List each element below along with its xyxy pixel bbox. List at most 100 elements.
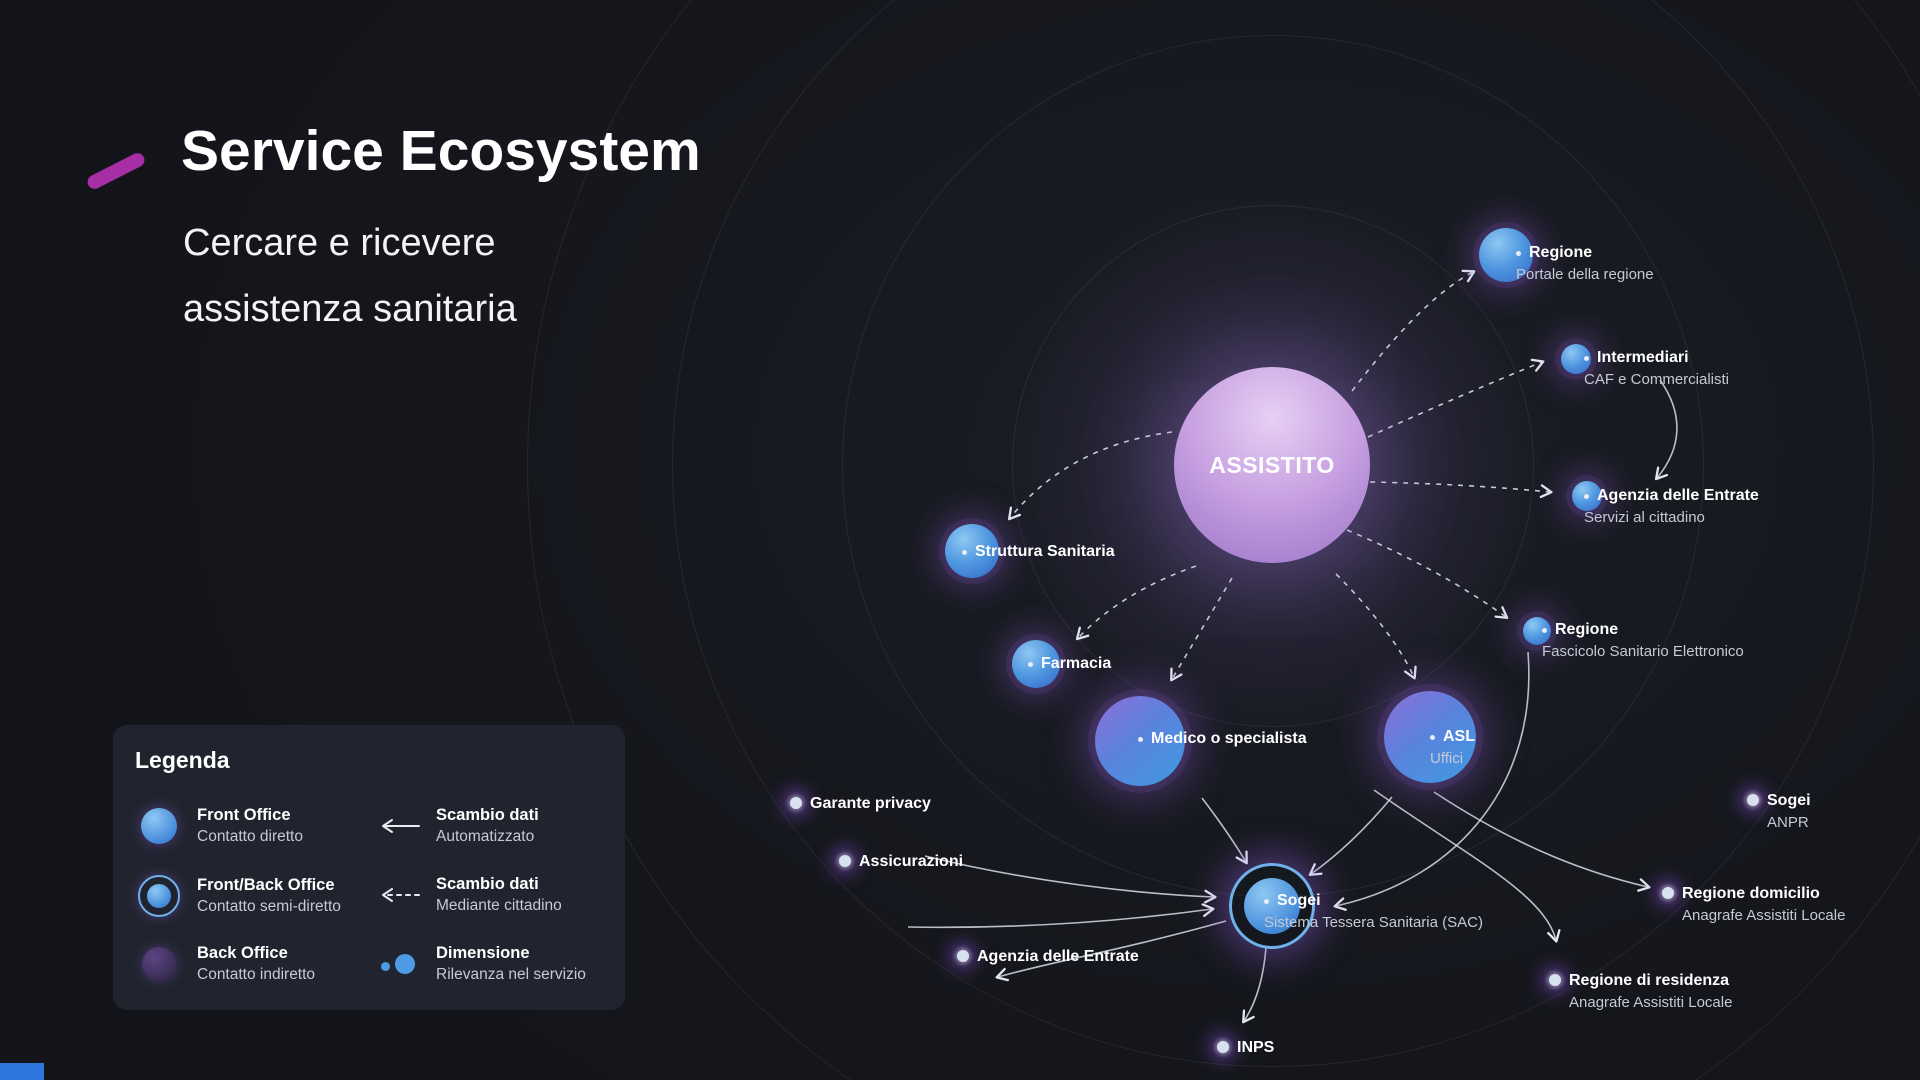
node-title: Intermediari [1597, 349, 1689, 366]
dimension-dots-icon [375, 954, 421, 974]
bullet-icon [1584, 355, 1589, 361]
legend-item-front-office: Front Office Contatto diretto [136, 806, 303, 846]
node-circle-regione-portale [1479, 228, 1533, 282]
node-title: Regione [1555, 621, 1619, 638]
node-name: Agenzia delle Entrate [977, 948, 1139, 966]
node-label-regione-fse: Regione Fascicolo Sanitario Elettronico [1542, 621, 1744, 660]
legend-title: Legenda [135, 747, 230, 773]
front-office-circle-icon [136, 808, 182, 844]
node-dot-sogei-anpr [1747, 794, 1759, 806]
node-name: Struttura Sanitaria [962, 543, 1115, 561]
node-title: Garante privacy [810, 795, 931, 812]
node-dot-agenzia-entrate-bottom [957, 950, 969, 962]
node-sub: Fascicolo Sanitario Elettronico [1542, 643, 1744, 660]
node-title: Medico o specialista [1151, 730, 1307, 747]
node-title: Struttura Sanitaria [975, 543, 1115, 560]
node-label-inps: INPS [1237, 1039, 1274, 1057]
node-label-regione-domicilio: Regione domicilio Anagrafe Assistiti Loc… [1682, 885, 1845, 924]
legend-label: Scambio dati [436, 806, 539, 824]
node-name: Regione [1542, 621, 1744, 639]
footer-accent-bar [0, 1063, 44, 1080]
legend-sub: Rilevanza nel servizio [436, 966, 586, 983]
node-label-intermediari: Intermediari CAF e Commercialisti [1584, 349, 1729, 388]
legend-sub: Contatto indiretto [197, 966, 316, 983]
node-name: Regione [1516, 244, 1654, 262]
node-title: Farmacia [1041, 655, 1112, 672]
node-title: Agenzia delle Entrate [977, 948, 1139, 965]
node-label-struttura-sanitaria: Struttura Sanitaria [962, 543, 1115, 561]
bullet-icon [1028, 661, 1033, 667]
node-label-sogei-anpr: Sogei ANPR [1767, 792, 1811, 831]
node-title: Sogei [1277, 892, 1321, 909]
sogei-inner-circle [1244, 878, 1300, 934]
node-title: ASL [1443, 728, 1475, 745]
node-name: ASL [1430, 728, 1475, 746]
bullet-icon [1584, 493, 1589, 499]
node-name: Regione di residenza [1569, 972, 1732, 990]
node-dot-regione-domicilio [1662, 887, 1674, 899]
legend-label: Front/Back Office [197, 876, 335, 894]
node-sub: Portale della regione [1516, 266, 1654, 283]
node-dot-assicurazioni [839, 855, 851, 867]
legend-sub: Automatizzato [436, 828, 535, 845]
node-sub: Anagrafe Assistiti Locale [1569, 994, 1733, 1011]
node-name: Sogei [1264, 892, 1483, 910]
node-name: Garante privacy [810, 795, 931, 813]
node-label-sogei-sts: Sogei Sistema Tessera Sanitaria (SAC) [1264, 892, 1483, 931]
page-title: Service Ecosystem [181, 119, 701, 183]
legend-label: Front Office [197, 806, 291, 824]
bullet-icon [1542, 627, 1547, 633]
legend-item-scambio-cittadino: Scambio dati Mediante cittadino [375, 875, 562, 915]
node-title: Agenzia delle Entrate [1597, 487, 1759, 504]
node-sub: Sistema Tessera Sanitaria (SAC) [1264, 914, 1483, 931]
node-circle-farmacia [1012, 640, 1060, 688]
node-name: INPS [1237, 1039, 1274, 1057]
node-name: Medico o specialista [1138, 730, 1307, 748]
bullet-icon [1264, 898, 1269, 904]
node-label-assicurazioni: Assicurazioni [859, 853, 963, 871]
node-label-agenzia-entrate-servizi: Agenzia delle Entrate Servizi al cittadi… [1584, 487, 1759, 526]
node-label-regione-portale: Regione Portale della regione [1516, 244, 1654, 283]
node-dot-garante-privacy [790, 797, 802, 809]
legend-panel: Legenda Front Office Contatto diretto Fr… [113, 725, 625, 1010]
node-sub: Uffici [1430, 750, 1464, 767]
node-name: Agenzia delle Entrate [1584, 487, 1759, 505]
node-name: Regione domicilio [1682, 885, 1845, 903]
bullet-icon [1430, 734, 1435, 740]
node-sub: ANPR [1767, 814, 1809, 831]
bullet-icon [962, 549, 967, 555]
legend-item-front-back-office: Front/Back Office Contatto semi-diretto [136, 875, 341, 917]
dashed-arrow-icon [375, 885, 421, 905]
legend-label: Dimensione [436, 944, 530, 962]
back-office-circle-icon [136, 947, 182, 981]
node-assistito: ASSISTITO [1174, 367, 1370, 563]
legend-sub: Mediante cittadino [436, 897, 562, 914]
node-sub: Anagrafe Assistiti Locale [1682, 907, 1846, 924]
node-label-regione-residenza: Regione di residenza Anagrafe Assistiti … [1569, 972, 1732, 1011]
node-dot-inps [1217, 1041, 1229, 1053]
bullet-icon [1516, 250, 1521, 256]
node-dot-regione-residenza [1549, 974, 1561, 986]
legend-label: Scambio dati [436, 875, 539, 893]
node-circle-struttura-sanitaria [945, 524, 999, 578]
legend-item-back-office: Back Office Contatto indiretto [136, 944, 315, 984]
node-title: Regione [1529, 244, 1593, 261]
node-title: Sogei [1767, 792, 1811, 809]
node-label-garante-privacy: Garante privacy [810, 795, 931, 813]
node-name: Farmacia [1028, 655, 1111, 673]
node-title: INPS [1237, 1039, 1275, 1056]
node-name: Sogei [1767, 792, 1811, 810]
solid-arrow-icon [375, 816, 421, 836]
legend-sub: Contatto semi-diretto [197, 898, 341, 915]
legend-sub: Contatto diretto [197, 828, 303, 845]
front-back-office-circle-icon [136, 875, 182, 917]
title-accent-dash [85, 150, 147, 192]
page-subtitle: Cercare e ricevere assistenza sanitaria [183, 210, 517, 342]
subtitle-line-2: assistenza sanitaria [183, 288, 517, 330]
node-label-farmacia: Farmacia [1028, 655, 1111, 673]
node-circle-sogei-sts [1229, 863, 1315, 949]
node-name: Intermediari [1584, 349, 1729, 367]
node-title: Regione di residenza [1569, 972, 1730, 989]
node-label-medico: Medico o specialista [1138, 730, 1307, 748]
